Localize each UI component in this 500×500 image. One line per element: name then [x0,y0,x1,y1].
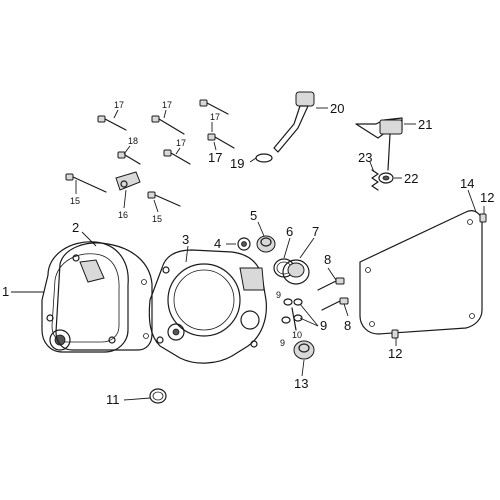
callout-21: 21 [418,117,432,132]
part-crankcase-cover [148,249,267,364]
callout-13: 13 [294,376,308,391]
callout-labels: 1 2 3 4 5 6 7 8 8 9 9 9 10 11 12 12 13 1… [2,100,494,407]
callout-10: 10 [292,330,302,340]
callout-15-left: 15 [70,196,80,206]
callout-20: 20 [330,101,344,116]
callout-6: 6 [286,224,293,239]
part-pin-10 [291,307,297,331]
part-ring-11 [149,388,167,404]
part-o-ring-19 [255,153,273,163]
callout-8-lower: 8 [344,318,351,333]
callout-7: 7 [312,224,319,239]
callout-17-c: 17 [210,112,220,122]
callout-2: 2 [72,220,79,235]
leader-lines [11,107,485,401]
callout-17-e: 17 [176,138,186,148]
part-clutch-outer-cover [41,241,129,353]
callout-16: 16 [118,210,128,220]
callout-9-right: 9 [320,318,327,333]
callout-18: 18 [128,136,138,146]
callout-9-upper: 9 [276,290,281,300]
part-spring-23 [371,169,379,191]
callout-14: 14 [460,176,474,191]
part-washers-9 [281,298,303,324]
part-oil-seal-5 [256,235,276,253]
callout-11: 11 [106,392,120,407]
part-side-gasket-14 [359,210,483,335]
part-dowel-12-upper [479,213,487,223]
callout-15-right: 15 [152,214,162,224]
callout-17-b: 17 [162,100,172,110]
callout-8-upper: 8 [324,252,331,267]
callout-4: 4 [214,236,221,251]
callout-5: 5 [250,208,257,223]
callout-23: 23 [358,150,372,165]
part-cap-cover-7 [282,259,310,285]
part-bolt-15-right [147,191,181,207]
callout-9-left: 9 [280,338,285,348]
part-fitting-16 [115,171,141,191]
callout-3: 3 [182,232,189,247]
part-bolt-17-c [199,99,229,115]
callout-12-upper: 12 [480,190,494,205]
callout-12-lower: 12 [388,346,402,361]
part-dowel-12-lower [391,329,399,339]
callout-19: 19 [230,156,244,171]
part-washer-4 [237,237,251,251]
part-bolt-18 [117,151,141,165]
part-bolt-17-e [163,149,191,165]
part-dipstick-20 [273,91,315,153]
part-bolt-17-b [151,115,185,135]
part-lever-21 [355,117,403,171]
part-bolt-17-a [97,115,127,131]
part-bolt-17-d [207,133,235,149]
callout-17-a: 17 [114,100,124,110]
callout-1: 1 [2,284,9,299]
part-bolt-15-left [65,173,107,193]
part-seal-13 [293,340,315,360]
part-bolt-8-upper [317,277,345,291]
part-washer-22 [378,172,394,184]
callout-22: 22 [404,171,418,186]
callout-17-d: 17 [208,150,222,165]
